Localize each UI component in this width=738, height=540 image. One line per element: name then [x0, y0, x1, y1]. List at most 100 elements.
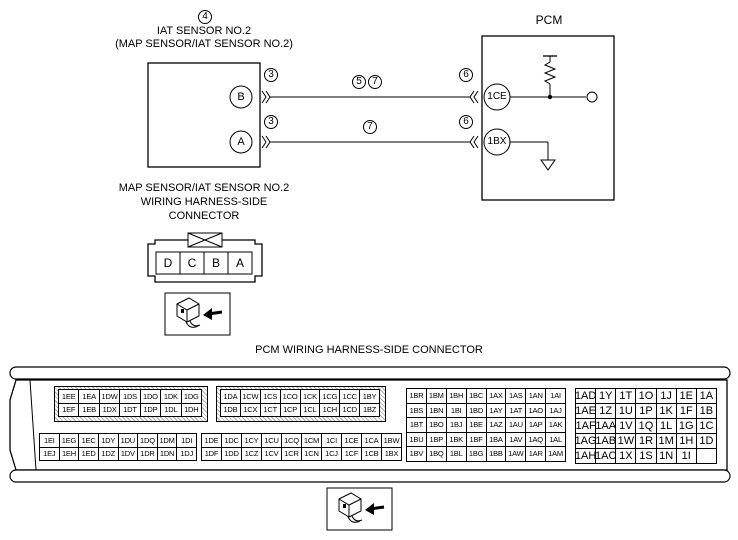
pcm-pin-1bk: 1BK: [446, 432, 466, 447]
pcm-pin-1ec: 1EC: [79, 434, 98, 447]
pcm-pin-1da: 1DA: [221, 390, 240, 403]
callout-circle: [264, 68, 278, 82]
pcm-pin-1i: 1I: [676, 449, 696, 463]
pcm-pin-1k: 1K: [656, 404, 676, 418]
pcm-terminal-top-label: 1CE: [487, 91, 507, 102]
pcm-pin-1dd: 1DD: [222, 447, 241, 460]
pcm-pin-1bn: 1BN: [426, 403, 446, 418]
wire-bottom-callout: 7: [367, 121, 373, 132]
pcm-pin-1bd: 1BD: [466, 403, 486, 418]
sensor-connector-pin-d: D: [163, 256, 173, 270]
pcm-pin-1ab: 1AB: [596, 434, 616, 448]
pcm-pin-1ee: 1EE: [59, 390, 79, 403]
pcm-pin-1ai: 1AI: [546, 389, 565, 403]
pcm-pin-1as: 1AS: [506, 389, 526, 403]
sensor-connector-pin-c: C: [187, 256, 197, 270]
pcm-pin-1co: 1CO: [280, 390, 300, 403]
pcm-pin-1aw: 1AW: [506, 447, 526, 461]
pcm-pin-1bx: 1BX: [382, 447, 401, 460]
pcm-pin-1l: 1L: [656, 419, 676, 433]
pcm-pin-1dw: 1DW: [99, 390, 120, 403]
sensor-pin-a-callout: 3: [268, 116, 274, 127]
connector-view-icon: [164, 292, 231, 336]
sensor-pin-b-callout: 3: [268, 69, 274, 80]
pcm-pin-1by: 1BY: [360, 390, 379, 403]
pcm-pin-1ac: 1AC: [596, 449, 616, 463]
pcm-pin-1am: 1AM: [546, 447, 565, 461]
sensor-connector-caption-line3: CONNECTOR: [168, 210, 240, 222]
pcm-pin-1be: 1BE: [466, 418, 486, 432]
pcm-pin-1br: 1BR: [407, 389, 426, 403]
pcm-pin-1cw: 1CW: [240, 390, 260, 403]
pcm-pin-1t: 1T: [616, 389, 636, 403]
callout-circle: [459, 115, 473, 129]
pcm-pin-1af: 1AF: [576, 419, 596, 433]
pcm-pin-1do: 1DO: [140, 390, 161, 403]
pcm-pin-1dr: 1DR: [138, 447, 157, 460]
pcm-pin-1ds: 1DS: [120, 390, 140, 403]
pcm-pin-1cu: 1CU: [262, 434, 281, 447]
pcm-pin-1ao: 1AO: [526, 403, 546, 418]
pcm-pin-1dx: 1DX: [99, 403, 120, 416]
pcm-pin-1dq: 1DQ: [138, 434, 157, 447]
pcm-pin-1aj: 1AJ: [546, 403, 565, 418]
pcm-pin-1bt: 1BT: [407, 418, 426, 432]
wire-top-callout-b: 7: [372, 76, 378, 87]
sensor-connector-pin-a: A: [235, 256, 244, 270]
pcm-pin-1ef: 1EF: [59, 403, 79, 416]
pcm-pin-1bi: 1BI: [446, 403, 466, 418]
pcm-pin-1cz: 1CZ: [242, 447, 261, 460]
pcm-pin-1ed: 1ED: [79, 447, 98, 460]
pcm-pin-1al: 1AL: [546, 432, 565, 447]
pcm-terminal-top-callout: 6: [463, 69, 469, 80]
pcm-pin-1cg: 1CG: [320, 390, 340, 403]
pcm-pin-1ej: 1EJ: [40, 447, 59, 460]
pcm-pin-1eb: 1EB: [79, 403, 99, 416]
pcm-pin-1cr: 1CR: [282, 447, 301, 460]
pcm-pin-1ch: 1CH: [320, 403, 340, 416]
pcm-pin-1bl: 1BL: [446, 447, 466, 461]
pcm-pin-1eh: 1EH: [59, 447, 79, 460]
pcm-pin-1ag: 1AG: [576, 434, 596, 448]
pcm-connector-caption: PCM WIRING HARNESS-SIDE CONNECTOR: [255, 344, 483, 356]
pcm-pin-1ei: 1EI: [40, 434, 59, 447]
callout-circle: [352, 75, 366, 89]
pcm-pin-1bf: 1BF: [466, 432, 486, 447]
pcm-pin-1cb: 1CB: [362, 447, 381, 460]
sensor-name-line2: (MAP SENSOR/IAT SENSOR NO.2): [115, 38, 293, 50]
pcm-pin-1at: 1AT: [506, 403, 526, 418]
sensor-name-line1: IAT SENSOR NO.2: [156, 25, 252, 37]
pcm-pin-1av: 1AV: [506, 432, 526, 447]
pcm-pin-1bu: 1BU: [407, 432, 426, 447]
connector-view-icon: [326, 487, 393, 531]
pcm-pin-1az: 1AZ: [486, 418, 506, 432]
pcm-pin-1dk: 1DK: [161, 390, 181, 403]
pcm-pin-1aa: 1AA: [596, 419, 616, 433]
pcm-pin-1cc: 1CC: [340, 390, 360, 403]
pcm-pin-1dc: 1DC: [222, 434, 241, 447]
pcm-connector-bottom-rail: [9, 469, 731, 483]
pcm-pin-1ae: 1AE: [576, 404, 596, 418]
pcm-pin-1ea: 1EA: [79, 390, 99, 403]
pcm-pin-1cs: 1CS: [260, 390, 280, 403]
ground-symbol: [540, 159, 556, 171]
sensor-connector-pin-b: B: [211, 256, 220, 270]
callout-circle: [198, 10, 212, 24]
wire-top-callout-a: 5: [356, 76, 362, 87]
pcm-pin-1bm: 1BM: [426, 389, 446, 403]
pcm-pin-1de: 1DE: [202, 434, 221, 447]
pcm-pin-1bs: 1BS: [407, 403, 426, 418]
pcm-pin-1dj: 1DJ: [177, 447, 196, 460]
sensor-pin-b-label: B: [237, 91, 245, 103]
pcm-pin-1cl: 1CL: [300, 403, 320, 416]
pcm-pin-1c: 1C: [696, 419, 716, 433]
pcm-pin-1bp: 1BP: [426, 432, 446, 447]
sensor-chevron-b: [261, 90, 271, 104]
pcm-pin-1ay: 1AY: [486, 403, 506, 418]
pcm-pin-1dv: 1DV: [118, 447, 138, 460]
pull-up-resistor: [543, 61, 557, 85]
